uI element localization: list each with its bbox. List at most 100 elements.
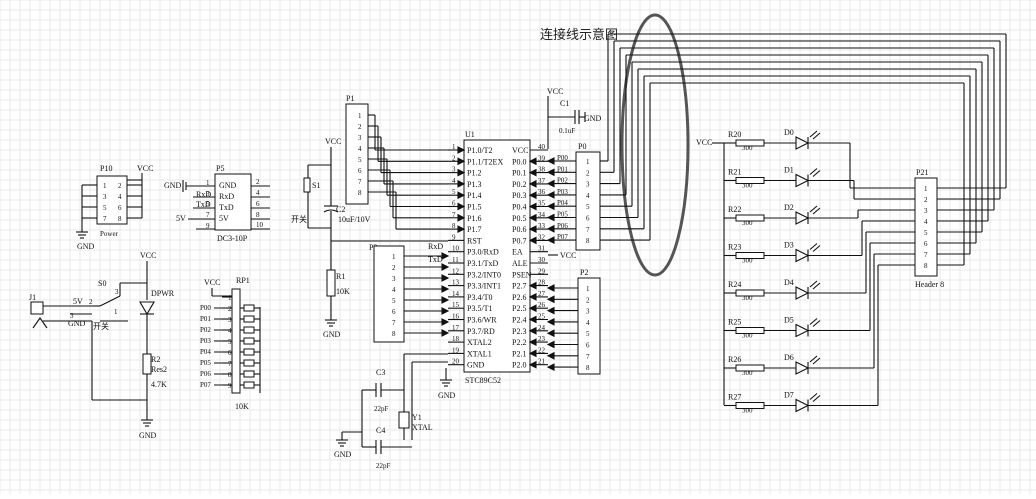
u1-pin-num: 19 xyxy=(452,346,460,354)
svg-text:2: 2 xyxy=(89,298,93,306)
led-resistor xyxy=(735,252,765,259)
svg-text:3: 3 xyxy=(115,288,119,296)
pin-arrow xyxy=(528,293,537,301)
p1-pin-num: 1 xyxy=(358,112,362,120)
u1-right-pin: P2.5 xyxy=(512,304,526,313)
u1-right-pin: P2.4 xyxy=(512,316,526,325)
p21-pin-num: 2 xyxy=(924,196,928,204)
p2-pin-num: 1 xyxy=(586,285,590,293)
rp1-pin-num: 8 xyxy=(228,371,232,379)
svg-text:0.1uF: 0.1uF xyxy=(559,127,575,135)
led-resistor xyxy=(735,139,765,147)
u1-right-pin: ALE xyxy=(512,259,528,268)
u1-body xyxy=(463,139,531,373)
u1-left-pin: XTAL1 xyxy=(467,349,492,358)
rp1-net-label: P03 xyxy=(200,337,211,345)
p5-body xyxy=(214,173,252,231)
p1-pin-num: 6 xyxy=(358,167,362,175)
pin-arrow xyxy=(528,326,537,335)
svg-text:RxD: RxD xyxy=(196,190,211,199)
p2-pin-num: 6 xyxy=(586,342,590,350)
svg-text:TxD: TxD xyxy=(428,255,443,264)
u1-pin-num: 1 xyxy=(452,143,456,151)
p3-pin-num: 7 xyxy=(392,319,396,327)
u1-right-pin: VCC xyxy=(512,146,528,155)
u1-pin-num: 14 xyxy=(452,290,460,298)
p10-vcc: VCC xyxy=(137,164,153,173)
u1-right-pin: P0.6 xyxy=(512,225,526,234)
p0-net-label: P04 xyxy=(557,199,568,207)
led-resistor xyxy=(735,289,765,297)
led-array: VCC R20300D0R21300D1R22300D2R23300D3R243… xyxy=(696,128,915,415)
rp1-net-label: P07 xyxy=(200,381,211,389)
pin-arrow xyxy=(546,318,555,326)
svg-text:8: 8 xyxy=(118,215,122,223)
svg-text:STC89C52: STC89C52 xyxy=(465,376,501,385)
u1-right-pin: P2.6 xyxy=(512,293,526,302)
svg-text:9: 9 xyxy=(206,222,210,230)
p0-pin-num: 6 xyxy=(586,215,590,223)
pin-arrow xyxy=(528,360,537,369)
svg-text:Y1: Y1 xyxy=(412,413,422,422)
pin-arrow xyxy=(441,307,450,315)
led-resistor-ref: R21 xyxy=(728,168,741,177)
rp1-pin-num: 5 xyxy=(228,338,232,346)
pin-arrow xyxy=(528,304,537,313)
p2-pin-num: 4 xyxy=(586,319,590,327)
pin-arrow xyxy=(546,202,555,211)
rp1-resistor xyxy=(243,381,255,389)
svg-text:C4: C4 xyxy=(376,426,385,435)
u1-pin-num: 15 xyxy=(452,301,460,309)
pin-arrow xyxy=(457,213,466,222)
u1-left-pin: GND xyxy=(467,361,485,370)
led-resistor-value: 300 xyxy=(742,219,753,227)
p1-pin-num: 4 xyxy=(358,145,362,153)
p0-pin-num: 3 xyxy=(586,181,590,189)
u1-pin-num: 2 xyxy=(452,154,456,162)
pin-arrow xyxy=(457,191,466,200)
u1-pin-num: 32 xyxy=(538,233,546,241)
u1-pin-num: 28 xyxy=(538,279,546,287)
u1-pin-num: 21 xyxy=(538,358,546,366)
p0-pin-num: 5 xyxy=(586,203,590,211)
u1-pin-num: 6 xyxy=(452,200,456,208)
led-diode-ref: D2 xyxy=(784,203,794,212)
u1-pin-num: 13 xyxy=(452,279,460,287)
u1-pin-num: 36 xyxy=(538,188,546,196)
rp1-net-label: P02 xyxy=(200,326,211,334)
u1-pin-num: 38 xyxy=(538,166,546,174)
p3-pin-num: 4 xyxy=(392,286,396,294)
svg-text:R1: R1 xyxy=(336,272,345,281)
p2-pin-num: 5 xyxy=(586,330,590,338)
led-diode-ref: D6 xyxy=(784,353,794,362)
p0-net-label: P06 xyxy=(557,222,568,230)
u1-left-pin: P3.5/T1 xyxy=(467,304,493,313)
pin-arrow xyxy=(528,225,537,233)
led-resistor-ref: R20 xyxy=(728,130,741,139)
p10-ref: P10 xyxy=(100,164,112,173)
u1-pin-num: 11 xyxy=(452,256,459,264)
led-diode xyxy=(795,248,810,263)
led-resistor-value: 300 xyxy=(742,332,753,340)
pin-arrow xyxy=(546,284,555,292)
p21-pin-num: 8 xyxy=(924,262,928,270)
u1-right-pin: P0.3 xyxy=(512,191,526,200)
rp1-net-label: P00 xyxy=(200,304,211,312)
svg-text:7: 7 xyxy=(103,215,107,223)
svg-text:10: 10 xyxy=(256,221,264,229)
u1-pin-num: 18 xyxy=(452,335,460,343)
u1-right-pin: P0.1 xyxy=(512,169,526,178)
pin-arrow xyxy=(441,274,450,282)
svg-text:22pF: 22pF xyxy=(376,462,391,470)
led-diode xyxy=(795,323,810,338)
p0-pin-num: 2 xyxy=(586,169,590,177)
pin-arrow xyxy=(546,168,555,177)
led-resistor-value: 300 xyxy=(742,369,753,377)
led-diode-ref: D3 xyxy=(784,241,794,250)
svg-text:10uF/10V: 10uF/10V xyxy=(338,215,371,224)
